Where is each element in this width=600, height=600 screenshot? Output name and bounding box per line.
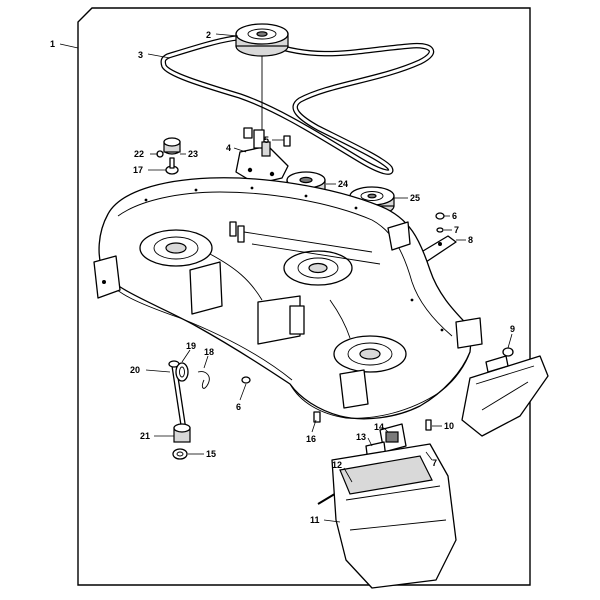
drive-belt [160,34,435,175]
bolt-16 [313,411,321,423]
callout-12: 12 [332,460,342,470]
callout-11: 11 [310,515,320,525]
callout-2: 2 [206,30,211,40]
callout-15: 15 [206,449,216,459]
spindle-pulley-top [235,23,289,150]
nut-17 [165,157,179,175]
nut-6-lower [241,376,251,384]
callout-14: 14 [374,422,384,432]
callout-21: 21 [140,431,150,441]
bushing-23 [163,137,181,155]
callout-13: 13 [356,432,366,442]
idler-bracket [235,127,289,185]
callout-20: 20 [130,365,140,375]
nut-6 [435,212,445,220]
nut-15 [172,448,188,460]
clip-18 [197,371,210,389]
callout-23: 23 [188,149,198,159]
callout-24: 24 [338,179,348,189]
bolt-5 [283,135,291,147]
callout-5: 5 [264,135,269,145]
callout-25: 25 [410,193,420,203]
mower-deck [93,177,483,420]
washer-7 [436,227,444,233]
callout-18: 18 [204,347,214,357]
callout-7: 7 [454,225,459,235]
callout-1: 1 [50,39,55,49]
callout-6-lower: 6 [236,402,241,412]
callout-3: 3 [138,50,143,60]
callout-17: 17 [133,165,143,175]
leader-lines [59,33,513,523]
diagram-frame [77,7,531,586]
callout-22: 22 [134,149,144,159]
callout-4: 4 [226,143,231,153]
callout-8: 8 [468,235,473,245]
bushing-21 [173,423,191,443]
deflector-11 [331,443,457,589]
callout-10: 10 [444,421,454,431]
callout-6: 6 [452,211,457,221]
discharge-chute [461,347,549,437]
callout-19: 19 [186,341,196,351]
washer-19 [175,362,189,382]
callout-9: 9 [510,324,515,334]
callout-7-lower: 7 [432,458,437,468]
callout-16: 16 [306,434,316,444]
bolt-10 [425,419,432,431]
